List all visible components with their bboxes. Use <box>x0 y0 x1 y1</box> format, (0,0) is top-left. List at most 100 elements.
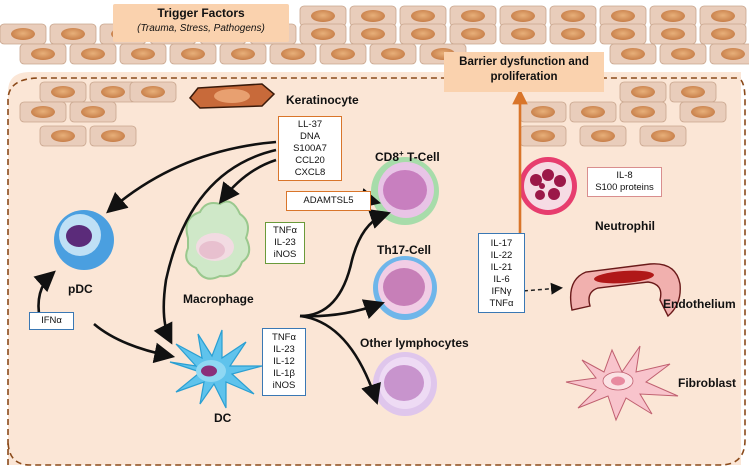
keratinocyte-nucleus <box>281 48 305 60</box>
keratinocyte-nucleus <box>101 86 125 98</box>
endothelium-label: Endothelium <box>663 297 736 311</box>
dc-cell <box>169 329 263 409</box>
pdc-label: pDC <box>68 282 93 296</box>
keratinocyte-nucleus <box>231 48 255 60</box>
keratinocyte-nucleus <box>531 130 555 142</box>
arrow-dc-to-cd8 <box>299 209 391 318</box>
keratinocyte-nucleus <box>181 48 205 60</box>
keratinocyte-nucleus <box>101 130 125 142</box>
tcell-cytokines-box: IL-17 IL-22 IL-21 IL-6 IFNγ TNFα <box>478 233 525 313</box>
fibroblast-cell <box>565 345 679 422</box>
neutrophil-factors-box: IL-8 S100 proteins <box>587 167 662 197</box>
keratinocyte-nucleus <box>561 28 585 40</box>
factor-item: IL-23 <box>273 344 295 355</box>
keratinocyte-nucleus <box>531 106 555 118</box>
factor-item: IL-1β <box>273 368 295 379</box>
cytokine-item: IL-6 <box>493 274 510 285</box>
cd8-label-suffix: T-Cell <box>403 150 440 164</box>
factor-item: iNOS <box>273 249 297 260</box>
keratinocyte-nucleus <box>681 86 705 98</box>
keratinocyte-nucleus <box>511 10 535 22</box>
keratinocyte-nucleus <box>721 48 745 60</box>
factor-item: IL-8 <box>616 170 633 181</box>
keratinocyte-nucleus <box>411 28 435 40</box>
factor-item: CXCL8 <box>294 167 326 178</box>
arrow-adamtsl5-to-cd8 <box>358 188 382 209</box>
neutrophil-label: Neutrophil <box>595 219 655 233</box>
other-lymphocytes-label: Other lymphocytes <box>360 336 469 350</box>
keratinocyte-nucleus <box>51 130 75 142</box>
trigger-factors-subtitle: (Trauma, Stress, Pathogens) <box>137 23 265 34</box>
arrow-ker-to-macrophage <box>218 158 277 205</box>
keratinocyte-nucleus <box>81 48 105 60</box>
arrow-dc-to-other <box>299 314 381 405</box>
keratinocyte-nucleus <box>671 48 695 60</box>
cytokine-item: IL-22 <box>490 250 513 261</box>
keratinocyte-nucleus <box>361 10 385 22</box>
cd8-label: CD8+ T-Cell <box>375 149 440 164</box>
keratinocyte-nucleus <box>311 10 335 22</box>
arrow-ker-to-dc <box>153 148 277 345</box>
keratinocyte-nucleus <box>631 86 655 98</box>
barrier-line2: proliferation <box>490 71 558 83</box>
endothelium-shape <box>569 263 681 318</box>
keratinocyte-cell-layer <box>0 5 749 147</box>
keratinocyte-cell <box>188 83 276 109</box>
factor-item: iNOS <box>272 380 296 391</box>
keratinocyte-nucleus <box>561 10 585 22</box>
keratinocyte-nucleus <box>651 130 675 142</box>
other-lymphocyte-cell <box>373 352 437 416</box>
keratinocyte-nucleus <box>131 48 155 60</box>
keratinocyte-nucleus <box>141 86 165 98</box>
factor-item: S100 proteins <box>595 182 654 193</box>
cytokine-item: IL-21 <box>490 262 513 273</box>
macrophage-factors-box: TNFα IL-23 iNOS <box>265 222 305 264</box>
keratinocyte-nucleus <box>511 28 535 40</box>
keratinocyte-nucleus <box>611 28 635 40</box>
arrow-pdc-to-dc <box>93 323 176 364</box>
keratinocyte-nucleus <box>621 48 645 60</box>
factor-item: TNFα <box>273 225 297 236</box>
keratinocyte-nucleus <box>661 10 685 22</box>
cytokine-item: TNFα <box>489 298 514 309</box>
keratinocyte-nucleus <box>381 48 405 60</box>
cd8-label-sup: + <box>399 149 404 158</box>
keratinocyte-nucleus <box>581 106 605 118</box>
keratinocyte-nucleus <box>311 28 335 40</box>
trigger-factors-title: Trigger Factors <box>157 6 245 20</box>
macrophage-cell <box>185 200 251 280</box>
keratinocyte-nucleus <box>461 28 485 40</box>
macrophage-label: Macrophage <box>183 292 254 306</box>
pdc-cell <box>54 210 114 270</box>
keratinocyte-nucleus <box>631 106 655 118</box>
keratinocyte-nucleus <box>31 48 55 60</box>
keratinocyte-nucleus <box>361 28 385 40</box>
keratinocyte-nucleus <box>31 106 55 118</box>
keratinocyte-nucleus <box>61 28 85 40</box>
ifn-box: IFNα <box>29 312 74 330</box>
keratinocyte-label: Keratinocyte <box>286 93 359 107</box>
keratinocyte-nucleus <box>461 10 485 22</box>
barrier-line1: Barrier dysfunction and <box>459 56 589 68</box>
factor-item: CCL20 <box>295 155 325 166</box>
factor-item: IL-23 <box>274 237 296 248</box>
adamtsl5-box: ADAMTSL5 <box>286 191 371 211</box>
th17-label: Th17-Cell <box>377 243 432 257</box>
keratinocyte-nucleus <box>661 28 685 40</box>
keratinocyte-factors-box: LL-37 DNA S100A7 CCL20 CXCL8 <box>278 116 342 181</box>
fibroblast-label: Fibroblast <box>678 376 737 390</box>
keratinocyte-nucleus <box>51 86 75 98</box>
keratinocyte-nucleus <box>81 106 105 118</box>
cytokine-item: IFNγ <box>491 286 512 297</box>
keratinocyte-nucleus <box>691 106 715 118</box>
dc-label: DC <box>214 411 232 425</box>
barrier-panel <box>444 52 604 92</box>
keratinocyte-nucleus <box>331 48 355 60</box>
keratinocyte-nucleus <box>611 10 635 22</box>
factor-item: TNFα <box>272 332 296 343</box>
trigger-factors-panel <box>113 4 289 42</box>
arrow-ker-to-pdc <box>106 140 277 214</box>
dc-factors-box: TNFα IL-23 IL-12 IL-1β iNOS <box>262 328 306 396</box>
cd8-tcell <box>371 157 439 225</box>
